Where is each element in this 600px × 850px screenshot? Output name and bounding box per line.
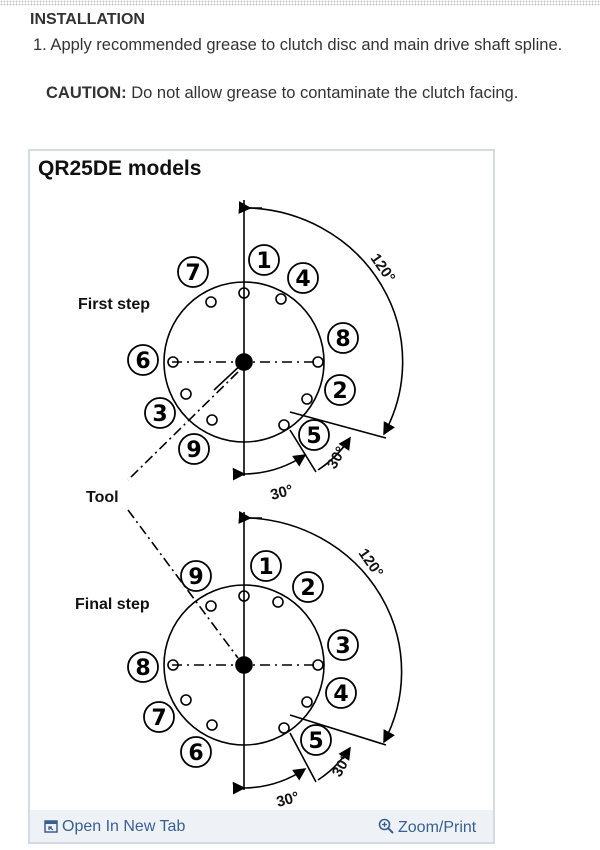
caution-text: Do not allow grease to contaminate the c… — [126, 84, 519, 102]
first-bolt-1: 1 — [248, 244, 280, 276]
svg-text:8: 8 — [135, 656, 150, 681]
svg-text:7: 7 — [151, 706, 166, 731]
first-bolt-3: 3 — [144, 397, 176, 429]
center-hub — [235, 656, 253, 674]
section-heading: INSTALLATION — [30, 11, 145, 28]
svg-text:6: 6 — [188, 741, 203, 766]
open-in-new-tab-label: Open In New Tab — [62, 818, 186, 835]
final-bolt-5: 5 — [300, 724, 332, 756]
svg-text:3: 3 — [335, 634, 350, 659]
svg-text:2: 2 — [332, 379, 347, 404]
svg-text:9: 9 — [188, 565, 203, 590]
svg-text:2: 2 — [300, 576, 315, 601]
svg-text:5: 5 — [308, 729, 323, 754]
first-bolt-8: 8 — [327, 322, 359, 354]
zoom-print-label: Zoom/Print — [398, 819, 477, 836]
angle-30-label-final-a: 30° — [275, 789, 301, 811]
angle-120-label-final: 120° — [355, 546, 387, 581]
final-bolt-6: 6 — [180, 736, 212, 768]
svg-text:4: 4 — [295, 267, 310, 292]
final-bolt-1: 1 — [250, 550, 282, 582]
first-bolt-6: 6 — [127, 344, 159, 376]
svg-text:1: 1 — [256, 249, 271, 274]
tool-label: Tool — [86, 489, 119, 506]
angle-30-label-first-b: 30° — [324, 444, 350, 472]
svg-text:6: 6 — [135, 349, 150, 374]
step-1-text: 1. Apply recommended grease to clutch di… — [33, 36, 563, 54]
first-bolt-4: 4 — [287, 262, 319, 294]
caution-label: CAUTION: — [46, 84, 127, 102]
final-step-bolt-numbers: 1 2 9 3 8 4 7 5 6 — [127, 550, 359, 768]
angle-30-label-final-b: 30° — [329, 752, 355, 780]
figure-footer-bar — [30, 810, 493, 842]
svg-text:7: 7 — [185, 261, 200, 286]
final-bolt-9: 9 — [180, 560, 212, 592]
open-in-new-tab-link[interactable]: Open In New Tab — [44, 818, 185, 836]
first-step-label: First step — [78, 296, 150, 313]
first-step-diagram — [127, 200, 404, 481]
open-new-tab-icon — [44, 820, 58, 833]
svg-text:8: 8 — [335, 327, 350, 352]
svg-text:1: 1 — [258, 555, 273, 580]
angle-120-label-first: 120° — [367, 251, 399, 286]
angle-30-label-first-a: 30° — [269, 482, 295, 504]
figure-title: QR25DE models — [38, 157, 202, 180]
zoom-icon — [378, 818, 394, 834]
svg-text:4: 4 — [333, 682, 348, 707]
caution-note: CAUTION: Do not allow grease to contamin… — [46, 84, 518, 103]
final-bolt-2: 2 — [292, 571, 324, 603]
final-bolt-8: 8 — [127, 651, 159, 683]
first-step-bolt-numbers: 1 4 7 8 6 2 3 5 9 — [127, 244, 359, 465]
first-bolt-7: 7 — [177, 256, 209, 288]
svg-text:5: 5 — [306, 424, 321, 449]
first-bolt-5: 5 — [298, 419, 330, 451]
svg-text:9: 9 — [186, 438, 201, 463]
first-bolt-2: 2 — [324, 374, 356, 406]
svg-text:3: 3 — [152, 402, 167, 427]
final-bolt-3: 3 — [327, 629, 359, 661]
top-border-dots — [0, 0, 600, 6]
zoom-print-link[interactable]: Zoom/Print — [378, 818, 476, 837]
final-step-diagram — [127, 509, 403, 795]
final-bolt-4: 4 — [325, 677, 357, 709]
final-bolt-7: 7 — [143, 701, 175, 733]
first-bolt-9: 9 — [178, 433, 210, 465]
final-step-label: Final step — [75, 596, 150, 613]
